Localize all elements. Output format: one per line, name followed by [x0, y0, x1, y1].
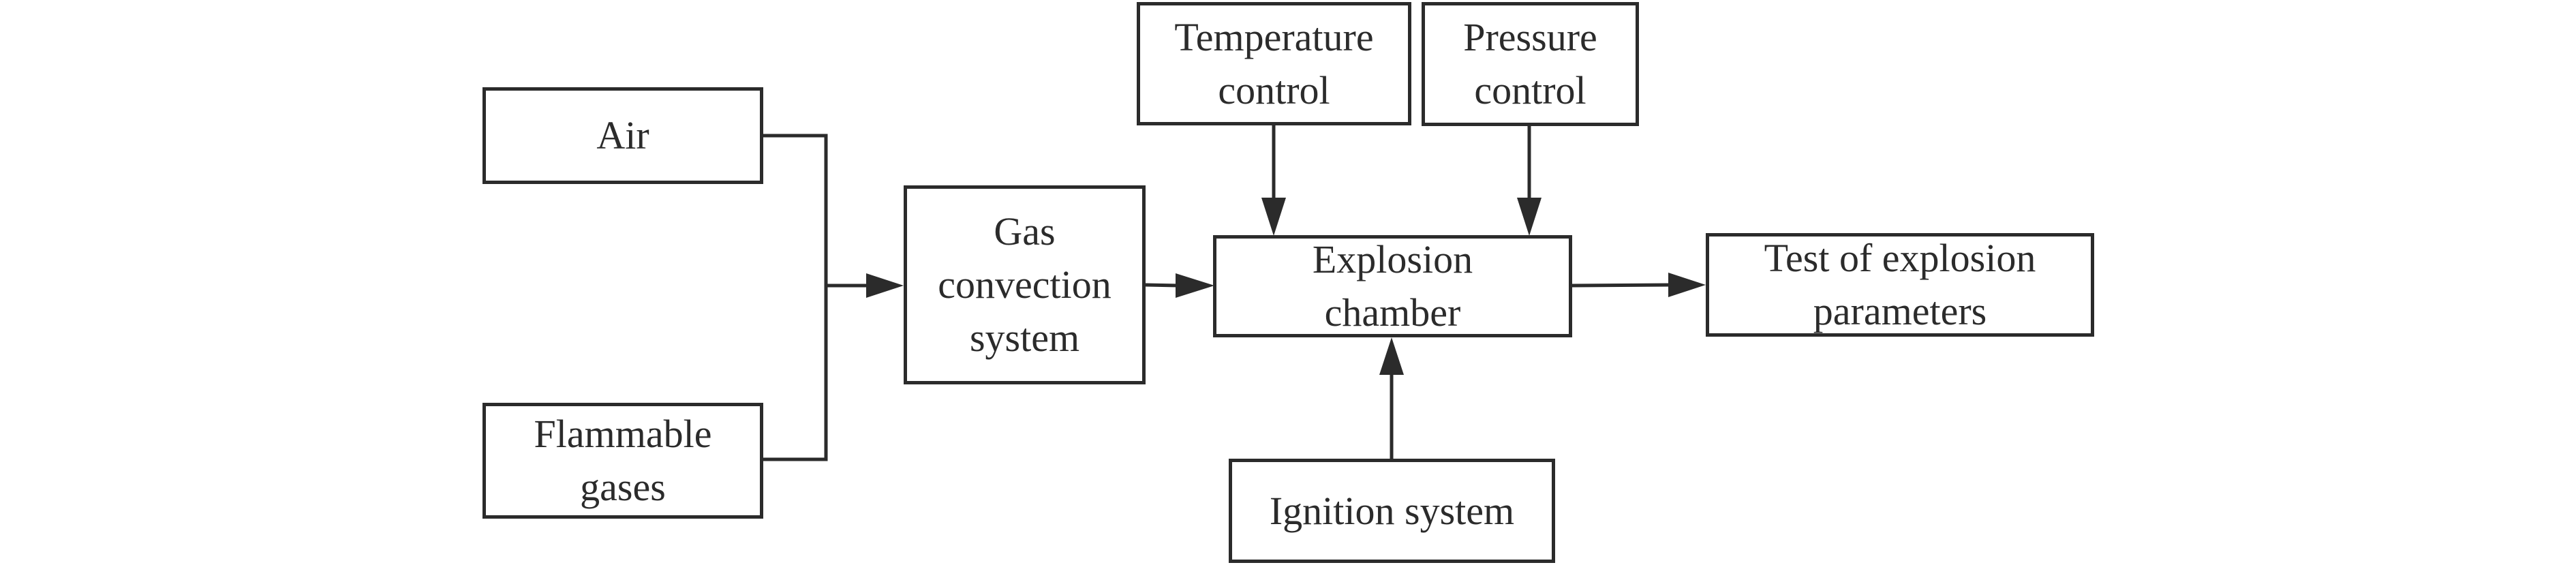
- air-label: Air: [596, 113, 649, 157]
- explosion-chamber-label-line-2: chamber: [1324, 290, 1461, 335]
- flammable-gases-label-line-1: Flammable: [534, 412, 712, 456]
- pressure-control-box: Pressure control: [1422, 2, 1639, 126]
- test-parameters-label-line-1: Test of explosion: [1764, 236, 2036, 280]
- test-parameters-label-line-2: parameters: [1813, 289, 1987, 333]
- gas-convection-label-line-1: Gas: [994, 209, 1056, 254]
- ignition-system-label: Ignition system: [1269, 488, 1515, 533]
- edge-gas-to-chamber: [1145, 283, 1180, 288]
- arrowhead-into-chamber-left: [1176, 273, 1214, 298]
- explosion-chamber-box: Explosion chamber: [1213, 235, 1572, 337]
- air-box: Air: [482, 87, 763, 184]
- pressure-control-label-line-2: control: [1474, 68, 1586, 112]
- temperature-control-box: Temperature control: [1137, 2, 1411, 125]
- flammable-gases-box: Flammable gases: [482, 403, 763, 519]
- arrowhead-into-gas: [866, 273, 904, 298]
- test-of-explosion-parameters-box: Test of explosion parameters: [1706, 233, 2094, 337]
- pressure-control-label-line-1: Pressure: [1463, 15, 1597, 59]
- arrowhead-from-temperature: [1261, 198, 1286, 236]
- edge-air-to-bus: [763, 134, 828, 461]
- gas-convection-system-box: Gas convection system: [904, 185, 1146, 384]
- arrowhead-from-ignition: [1379, 337, 1404, 375]
- temperature-control-label-line-1: Temperature: [1174, 14, 1374, 59]
- gas-convection-label-line-3: system: [969, 316, 1080, 360]
- edge-chamber-to-test: [1571, 283, 1672, 288]
- explosion-chamber-label-line-1: Explosion: [1312, 237, 1473, 281]
- flammable-gases-label-line-2: gases: [580, 465, 666, 509]
- arrowhead-from-pressure: [1517, 198, 1542, 236]
- gas-convection-label-line-2: convection: [938, 262, 1111, 307]
- arrowhead-into-test: [1668, 273, 1706, 297]
- temperature-control-label-line-2: control: [1218, 67, 1330, 112]
- ignition-system-box: Ignition system: [1229, 459, 1555, 563]
